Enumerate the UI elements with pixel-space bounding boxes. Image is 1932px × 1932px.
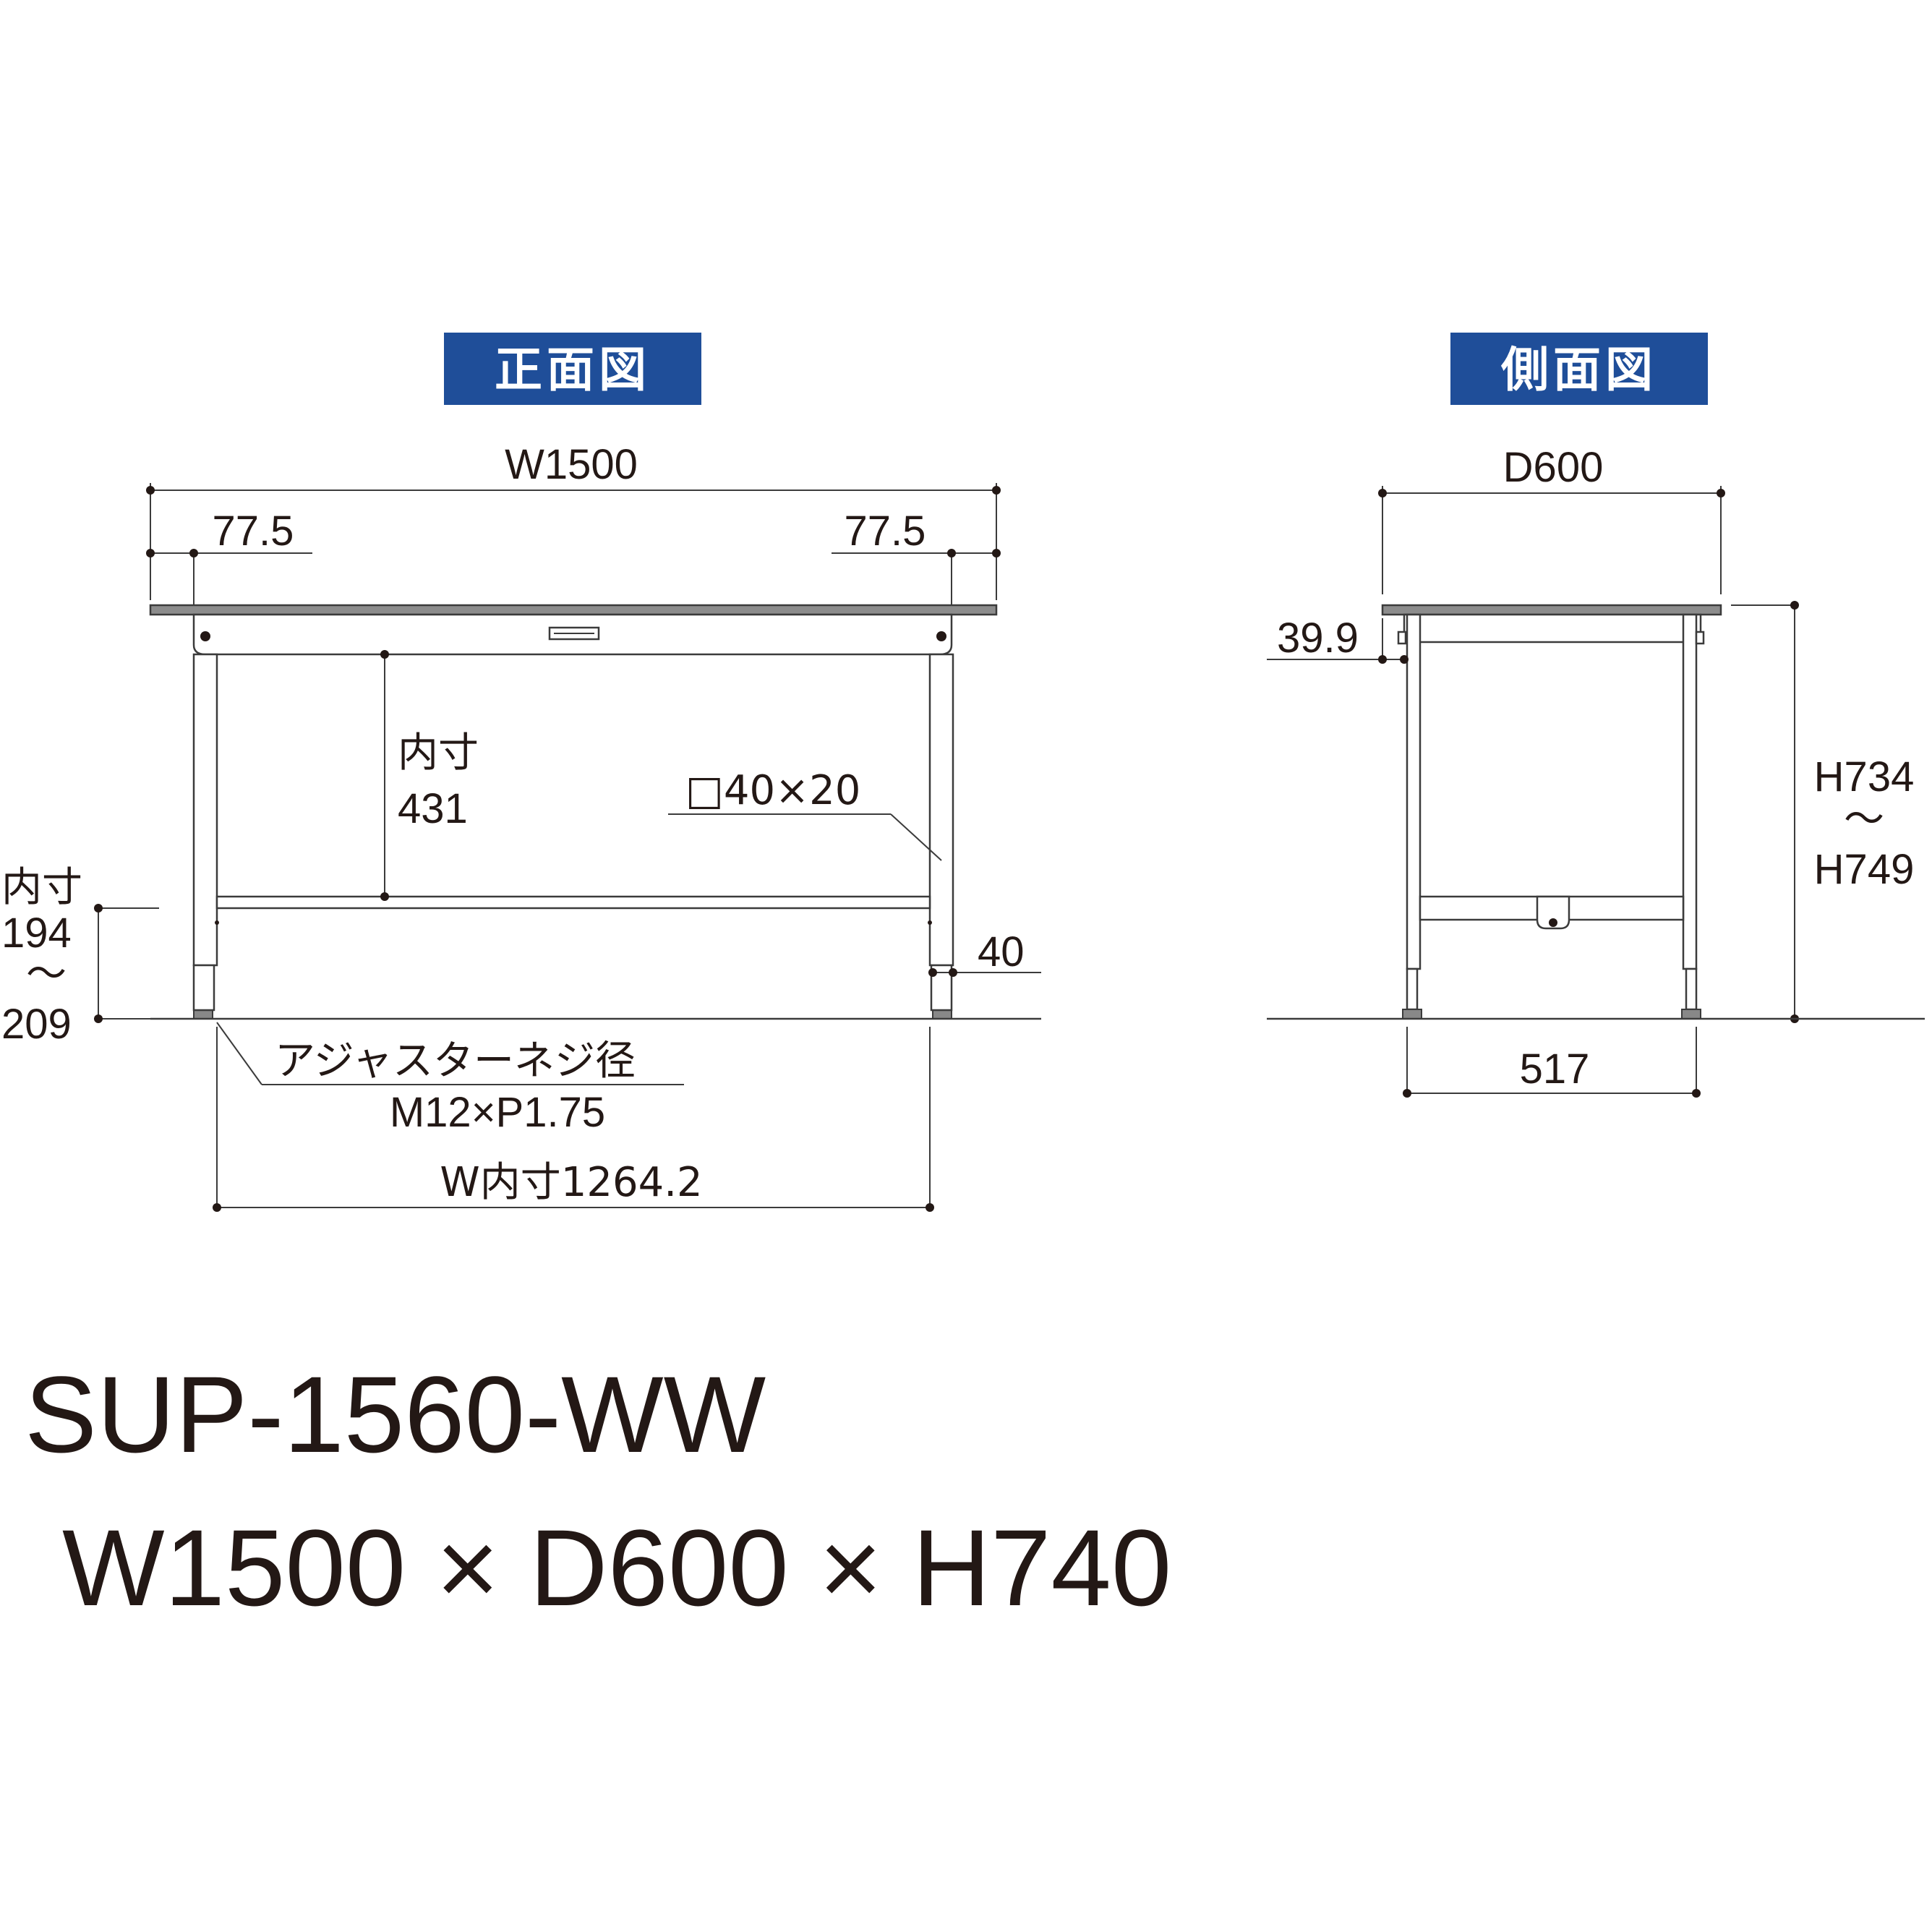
clearance-max: 209 — [1, 1001, 72, 1048]
product-model: SUP-1560-WW — [25, 1354, 766, 1475]
pipe-size-label: □40×20 — [685, 767, 860, 814]
clearance-dimension: 内寸 194 ～ 209 — [1, 864, 159, 1048]
frame-offset-dimension: 39.9 — [1267, 615, 1409, 664]
leg-span-label: 517 — [1520, 1046, 1590, 1093]
adjuster-spec: M12×P1.75 — [390, 1089, 605, 1136]
adjuster-label: アジャスターネジ径 — [275, 1038, 636, 1085]
clearance-min: 194 — [1, 910, 72, 957]
bar-height-dimension: 40 — [928, 928, 1041, 977]
depth-total-label: D600 — [1503, 444, 1604, 491]
depth-dimension: D600 — [1378, 444, 1725, 594]
bar-height-label: 40 — [978, 928, 1025, 975]
width-dimension: W1500 — [146, 441, 1001, 600]
side-view-title: 側面図 — [1500, 342, 1657, 398]
side-left-leg — [1406, 613, 1422, 970]
height-min-label: H734 — [1814, 753, 1915, 800]
left-overhang-label: 77.5 — [213, 508, 294, 555]
front-right-leg — [928, 653, 954, 967]
adjuster-callout: アジャスターネジ径 M12×P1.75 — [216, 1022, 684, 1136]
height-dimension: H734 ～ H749 — [1731, 601, 1914, 1023]
pipe-size-callout: □40×20 — [668, 767, 942, 861]
front-view: 正面図 W1500 77.5 77.5 — [1, 333, 1041, 1212]
height-tilde: ～ — [1844, 796, 1884, 843]
right-overhang-label: 77.5 — [845, 508, 926, 555]
side-right-foot — [1681, 1009, 1701, 1020]
front-lower-bar — [215, 895, 931, 910]
side-right-leg — [1682, 613, 1698, 970]
clearance-label: 内寸 — [1, 864, 82, 911]
side-tabletop — [1381, 604, 1722, 616]
product-size: W1500 × D600 × H740 — [62, 1507, 1171, 1628]
front-left-leg — [192, 653, 218, 967]
right-overhang-dimension: 77.5 — [832, 508, 1001, 615]
left-overhang-dimension: 77.5 — [146, 508, 312, 615]
frame-offset-label: 39.9 — [1277, 615, 1359, 662]
front-view-title: 正面図 — [495, 342, 651, 398]
front-view-title-badge — [444, 333, 701, 405]
side-left-foot — [1402, 1009, 1422, 1020]
side-view-title-badge — [1450, 333, 1708, 405]
leg-span-dimension: 517 — [1403, 1027, 1701, 1098]
inner-height-value: 431 — [398, 785, 468, 832]
inner-height-dimension: 内寸 431 — [380, 650, 479, 901]
front-tabletop — [149, 604, 998, 616]
clearance-tilde: ～ — [26, 951, 67, 998]
width-total-label: W1500 — [505, 441, 638, 488]
side-view: 側面図 D600 39.9 — [1267, 333, 1925, 1098]
height-max-label: H749 — [1814, 846, 1915, 893]
inner-width-dimension: W内寸1264.2 — [213, 1027, 934, 1212]
inner-width-label: W内寸1264.2 — [440, 1159, 702, 1206]
inner-height-label: 内寸 — [398, 730, 479, 777]
